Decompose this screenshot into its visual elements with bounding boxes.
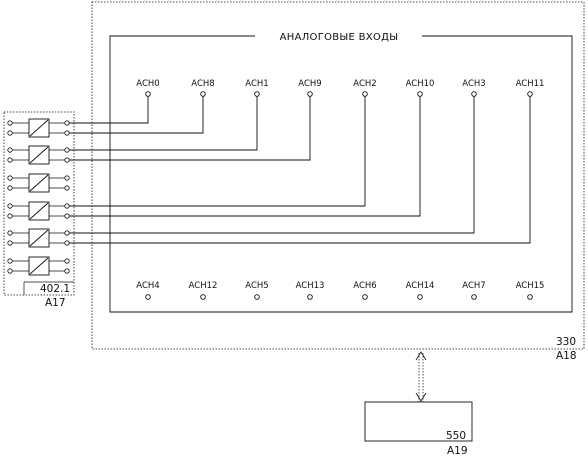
isolator-channel xyxy=(7,201,70,221)
pin-terminal-ach5 xyxy=(254,294,260,300)
isolator-channel xyxy=(7,145,70,165)
pin-label-ach10: ACH10 xyxy=(406,79,435,89)
isolator-diagonal xyxy=(29,229,49,247)
terminal-icon xyxy=(7,203,13,209)
module-a17-model: 402.1 xyxy=(40,283,70,295)
module-a19-model: 550 xyxy=(446,430,466,442)
terminal-icon xyxy=(64,185,70,191)
pin-terminal-ach15 xyxy=(527,294,533,300)
pin-terminal-ach11 xyxy=(527,91,533,97)
terminal-icon xyxy=(7,175,13,181)
pin-label-ach4: ACH4 xyxy=(136,281,159,291)
terminal-icon xyxy=(64,157,70,163)
link-arrow-down-icon xyxy=(415,392,427,402)
isolator-channel xyxy=(7,118,70,138)
pin-terminal-ach0 xyxy=(145,91,151,97)
terminal-icon xyxy=(7,213,13,219)
terminal-icon xyxy=(64,130,70,136)
wire-ach10 xyxy=(69,96,421,217)
terminal-icon xyxy=(64,230,70,236)
pin-label-ach11: ACH11 xyxy=(516,79,545,89)
module-a18-model: 330 xyxy=(556,336,576,348)
terminal-icon xyxy=(7,185,13,191)
wire-ach8 xyxy=(69,96,204,134)
isolator-channel xyxy=(7,256,70,276)
wire-ach9 xyxy=(69,96,311,161)
wire-ach3 xyxy=(69,96,475,234)
terminal-icon xyxy=(64,120,70,126)
isolator-channel xyxy=(7,173,70,193)
module-a19-ref: A19 xyxy=(447,445,468,457)
pin-label-ach2: ACH2 xyxy=(353,79,376,89)
pin-label-ach8: ACH8 xyxy=(191,79,214,89)
pin-terminal-ach4 xyxy=(145,294,151,300)
terminal-icon xyxy=(7,258,13,264)
bottom-pin-row: ACH4 ACH12 ACH5 ACH13 ACH6 ACH14 ACH7 ACH15 xyxy=(136,281,545,300)
pin-terminal-ach3 xyxy=(471,91,477,97)
pin-label-ach1: ACH1 xyxy=(245,79,268,89)
isolator-diagonal xyxy=(29,257,49,275)
pin-label-ach5: ACH5 xyxy=(245,281,268,291)
link-arrow-up-icon xyxy=(415,351,427,361)
terminal-icon xyxy=(7,147,13,153)
pin-terminal-ach14 xyxy=(417,294,423,300)
terminal-icon xyxy=(64,240,70,246)
module-a18-frame xyxy=(91,1,585,350)
terminal-icon xyxy=(7,230,13,236)
pin-terminal-ach13 xyxy=(307,294,313,300)
a17-channel-group xyxy=(7,118,70,276)
module-a17-frame xyxy=(3,111,75,296)
terminal-icon xyxy=(7,157,13,163)
terminal-icon xyxy=(7,120,13,126)
terminal-icon xyxy=(7,130,13,136)
terminal-icon xyxy=(64,147,70,153)
pin-label-ach13: ACH13 xyxy=(296,281,325,291)
isolator-diagonal xyxy=(29,174,49,192)
terminal-icon xyxy=(64,175,70,181)
pin-terminal-ach6 xyxy=(362,294,368,300)
module-a18-ref: A18 xyxy=(556,350,577,362)
top-pin-row: ACH0 ACH8 ACH1 ACH9 ACH2 ACH10 ACH3 ACH11 xyxy=(136,79,545,97)
pin-label-ach3: ACH3 xyxy=(462,79,485,89)
pin-terminal-ach9 xyxy=(307,91,313,97)
pin-terminal-ach8 xyxy=(200,91,206,97)
terminal-icon xyxy=(7,268,13,274)
terminal-icon xyxy=(64,268,70,274)
module-a19-frame xyxy=(364,401,473,442)
isolator-channel xyxy=(7,228,70,248)
pin-label-ach0: ACH0 xyxy=(136,79,159,89)
pin-label-ach12: ACH12 xyxy=(189,281,218,291)
pin-terminal-ach12 xyxy=(200,294,206,300)
analog-inputs-title: АНАЛОГОВЫЕ ВХОДЫ xyxy=(280,32,399,43)
terminal-icon xyxy=(64,258,70,264)
terminal-icon xyxy=(64,203,70,209)
wire-ach11 xyxy=(69,96,531,244)
pin-label-ach6: ACH6 xyxy=(353,281,376,291)
isolator-diagonal xyxy=(29,146,49,164)
pin-terminal-ach7 xyxy=(471,294,477,300)
pin-label-ach15: ACH15 xyxy=(516,281,545,291)
analog-inputs-frame xyxy=(109,35,573,313)
module-a17-ref: A17 xyxy=(45,297,66,309)
wire-ach2 xyxy=(69,96,366,207)
pin-terminal-ach2 xyxy=(362,91,368,97)
wire-ach0 xyxy=(69,96,149,124)
pin-terminal-ach1 xyxy=(254,91,260,97)
pin-label-ach14: ACH14 xyxy=(406,281,435,291)
wire-ach1 xyxy=(69,96,258,151)
pin-label-ach7: ACH7 xyxy=(462,281,485,291)
wires xyxy=(69,96,531,244)
terminal-icon xyxy=(64,213,70,219)
pin-terminal-ach10 xyxy=(417,91,423,97)
pin-label-ach9: ACH9 xyxy=(298,79,321,89)
isolator-diagonal xyxy=(29,119,49,137)
terminal-icon xyxy=(7,240,13,246)
isolator-diagonal xyxy=(29,202,49,220)
